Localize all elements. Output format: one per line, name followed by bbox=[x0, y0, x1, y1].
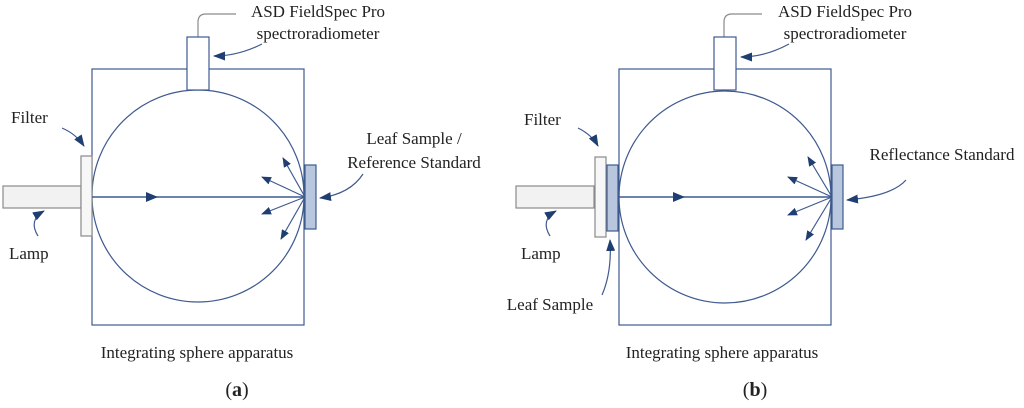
scattered-rays-a bbox=[261, 157, 306, 240]
filter-b bbox=[594, 156, 607, 238]
panel-a: ASD FieldSpec Pro spectroradiometer Filt… bbox=[2, 2, 481, 401]
spectroradiometer-port-b bbox=[713, 36, 737, 91]
caption-paren: ( bbox=[225, 379, 232, 401]
spectroradiometer-label-b-2: spectroradiometer bbox=[784, 24, 907, 43]
reflectance-label-b: Reflectance Standard bbox=[870, 145, 1015, 164]
lamp-label-b: Lamp bbox=[521, 244, 561, 263]
caption-paren: ) bbox=[761, 379, 768, 401]
panel-b: ASD FieldSpec Pro spectroradiometer Filt… bbox=[507, 2, 1015, 401]
apparatus-label-b: Integrating sphere apparatus bbox=[626, 343, 819, 362]
leader-leaf-sample bbox=[601, 239, 616, 296]
sample-label-a-2: Reference Standard bbox=[347, 153, 481, 172]
apparatus-label-a: Integrating sphere apparatus bbox=[101, 343, 294, 362]
leaf-sample-label-b: Leaf Sample bbox=[507, 295, 593, 314]
lamp-b bbox=[515, 185, 595, 209]
caption-letter: b bbox=[749, 379, 760, 401]
scattered-rays-b bbox=[787, 156, 833, 241]
leader-reflectance bbox=[846, 179, 907, 204]
ray bbox=[807, 156, 833, 198]
beam-direction-arrow-b bbox=[673, 192, 685, 202]
ray bbox=[282, 157, 306, 198]
ray bbox=[280, 196, 306, 240]
leader-filter bbox=[577, 127, 599, 147]
leader-lamp bbox=[544, 210, 557, 237]
leader-arrows-a bbox=[32, 43, 364, 237]
sample-label-a: Leaf Sample / bbox=[366, 129, 462, 148]
spectroradiometer-port-a bbox=[186, 36, 210, 91]
lamp-label-a: Lamp bbox=[9, 244, 49, 263]
ray bbox=[261, 196, 306, 215]
ray bbox=[787, 176, 833, 198]
ray bbox=[787, 196, 833, 216]
spectroradiometer-label-b: ASD FieldSpec Pro bbox=[778, 2, 912, 21]
filter-label-a: Filter bbox=[11, 108, 48, 127]
leader-spectroradiometer bbox=[213, 43, 263, 61]
leader-filter bbox=[61, 127, 85, 147]
reflectance-standard-b bbox=[831, 164, 844, 230]
caption-letter: a bbox=[232, 379, 242, 401]
caption-paren: ( bbox=[743, 379, 750, 401]
leader-arrows-b bbox=[544, 43, 907, 296]
panel-caption-b: (b) bbox=[743, 379, 767, 401]
filter-a bbox=[80, 155, 93, 237]
caption-paren: ) bbox=[242, 379, 249, 401]
integrating-sphere-a bbox=[91, 89, 305, 303]
panel-caption-a: (a) bbox=[225, 379, 248, 401]
fiber-cable-a bbox=[197, 13, 236, 37]
spectroradiometer-label-a: ASD FieldSpec Pro bbox=[251, 2, 385, 21]
spectroradiometer-label-a-2: spectroradiometer bbox=[257, 24, 380, 43]
ray bbox=[261, 176, 306, 198]
ray bbox=[805, 196, 833, 241]
leaf-sample-b bbox=[606, 164, 619, 232]
filter-label-b: Filter bbox=[524, 110, 561, 129]
leader-sample bbox=[319, 173, 364, 202]
beam-direction-arrow-a bbox=[146, 192, 158, 202]
lamp-a bbox=[2, 185, 82, 209]
leader-spectroradiometer bbox=[740, 43, 790, 62]
sample-holder-a bbox=[304, 164, 317, 230]
fiber-cable-b bbox=[723, 13, 762, 37]
leader-lamp bbox=[32, 210, 45, 237]
